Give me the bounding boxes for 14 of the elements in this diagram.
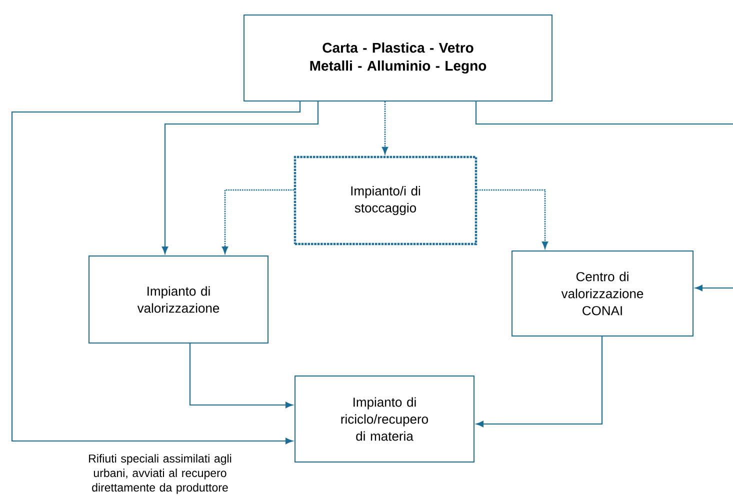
arrow bbox=[695, 284, 733, 292]
arrow bbox=[477, 189, 548, 249]
arrow bbox=[222, 189, 294, 254]
plant-box: Centro di valorizzazione CONAI bbox=[512, 250, 694, 336]
storage-box: Impianto/i di stoccaggio bbox=[294, 156, 478, 246]
arrow bbox=[162, 102, 319, 254]
arrow bbox=[476, 336, 603, 428]
edge-label: Rifiuti speciali assimilati agli urbani, avviati al recupero direttamente da produttore bbox=[89, 454, 232, 494]
arrow bbox=[189, 344, 293, 408]
plant-box: Impianto di valorizzazione bbox=[88, 256, 268, 344]
material-box: Carta - Plastica - Vetro Metalli - Alluminio - Legno bbox=[244, 14, 552, 102]
arrow bbox=[382, 102, 388, 154]
arrow bbox=[11, 102, 301, 444]
plant-box: Impianto di riciclo/recupero di materia bbox=[294, 376, 474, 462]
